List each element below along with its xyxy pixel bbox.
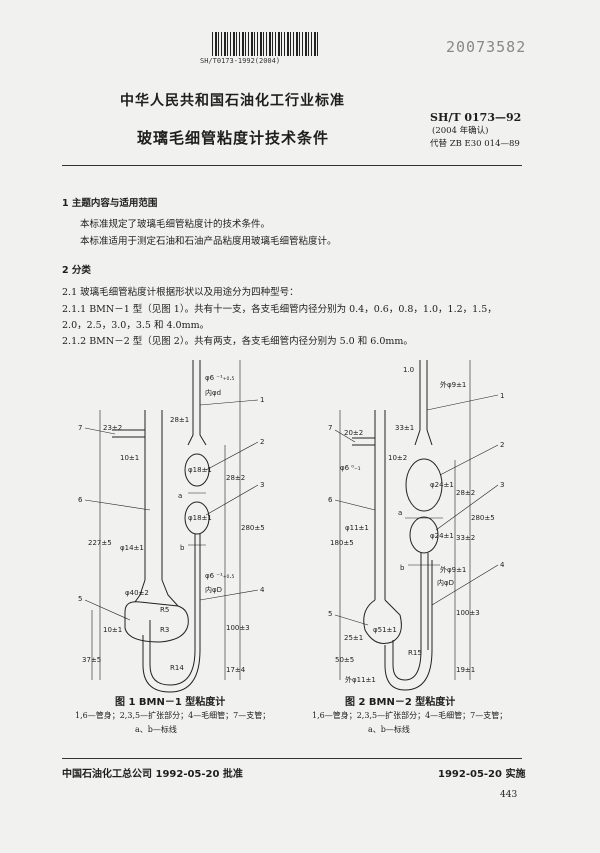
fig2-mark-a: a — [398, 509, 402, 517]
replaces-note: 代替 ZB E30 014—89 — [430, 139, 520, 149]
barcode — [212, 32, 318, 56]
barcode-text: SH/T0173-1992(2004) — [200, 57, 281, 65]
fig1-dim-280: 280±5 — [241, 524, 265, 532]
figure-2-legend-line1: 1,6—管身；2,3,5—扩张部分；4—毛细管；7—支管； — [312, 711, 508, 720]
fig1-dim-28: 28±1 — [170, 416, 189, 424]
fig1-bulb-2: φ18±1 — [188, 514, 212, 522]
fig1-r5: R5 — [160, 606, 169, 614]
fig1-mark-a: a — [178, 492, 182, 500]
section-1-paragraph-1: 本标准规定了玻璃毛细管粘度计的技术条件。 — [80, 219, 271, 230]
fig1-dim-17: 17±4 — [226, 666, 246, 674]
fig1-dim-10: 10±1 — [120, 454, 139, 462]
figure-2-caption: 图 2 BMN－2 型粘度计 — [345, 697, 456, 708]
fig1-label-5: 5 — [78, 595, 82, 603]
fig1-dim-100: 100±3 — [226, 624, 250, 632]
document-title: 玻璃毛细管粘度计技术条件 — [137, 129, 330, 147]
fig2-outer-11: 外φ11±1 — [345, 675, 376, 684]
fig2-label-6: 6 — [328, 496, 333, 504]
fig1-label-6: 6 — [78, 496, 83, 504]
fig2-dim-33b: 33±2 — [456, 534, 475, 542]
fig2-outer-9: 外φ9±1 — [440, 380, 466, 389]
fig2-label-1: 1 — [500, 392, 504, 400]
fig1-phi-6b: φ6 ⁻¹₊₀.₅ — [205, 572, 235, 580]
fig1-label-7: 7 — [78, 424, 82, 432]
fig1-label-4: 4 — [260, 586, 265, 594]
fig1-dim-10b: 10±1 — [103, 626, 122, 634]
figure-1-drawing — [84, 360, 259, 693]
fig2-phi-11: φ11±1 — [345, 524, 369, 532]
clause-2-1-1-line2: 2.0，2.5，3.0，3.5 和 4.0mm。 — [62, 320, 210, 331]
fig2-dim-1-0: 1.0 — [403, 366, 414, 374]
fig1-label-2: 2 — [260, 438, 264, 446]
fig2-bulb-24a: φ24±1 — [430, 481, 454, 489]
issuing-organization: 中华人民共和国石油化工行业标准 — [120, 93, 345, 109]
fig1-phi-14: φ14±1 — [120, 544, 144, 552]
fig2-dim-10b: 10±2 — [388, 454, 407, 462]
section-2-heading: 2 分类 — [62, 265, 91, 276]
fig2-dim-100: 100±3 — [456, 609, 480, 617]
figure-2-drawing — [334, 360, 499, 691]
figure-1-legend-line2: a、b—标线 — [135, 725, 177, 734]
reconfirm-note: (2004 年确认) — [432, 126, 489, 136]
fig2-label-7: 7 — [328, 424, 332, 432]
fig1-label-3: 3 — [260, 481, 264, 489]
fig2-dim-280: 280±5 — [471, 514, 495, 522]
fig2-mark-b: b — [400, 564, 405, 572]
fig1-dim-37: 37±5 — [82, 656, 101, 664]
fig2-r15: R15 — [408, 649, 422, 657]
fig2-dim-19: 19±1 — [456, 666, 475, 674]
fig2-label-5: 5 — [328, 610, 332, 618]
figure-2-labels: 1 2 3 4 5 6 7 a b 1.0 外φ9±1 33±1 20±2 10… — [328, 366, 505, 684]
standard-number: SH/T 0173—92 — [430, 111, 522, 124]
fig2-dim-50: 50±5 — [335, 656, 354, 664]
clause-2-1-2: 2.1.2 BMN－2 型（见图 2）。共有两支，各支毛细管内径分别为 5.0 … — [62, 336, 413, 347]
fig1-phi-40: φ40±2 — [125, 589, 149, 597]
approval-note: 中国石油化工总公司 1992-05-20 批准 — [62, 769, 243, 780]
fig1-dim-23: 23±2 — [103, 424, 122, 432]
fig1-r3: R3 — [160, 626, 169, 634]
figure-1-labels: 1 2 3 4 5 6 7 a b φ6 ⁻¹₊₀.₅ 内φd 28±1 23±… — [78, 374, 265, 674]
fig1-dim-phi-top: φ6 ⁻¹₊₀.₅ — [205, 374, 235, 382]
fig1-mark-b: b — [180, 544, 185, 552]
section-1-heading: 1 主题内容与适用范围 — [62, 198, 158, 209]
page-number: 443 — [500, 790, 518, 800]
figure-1-caption: 图 1 BMN－1 型粘度计 — [115, 697, 226, 708]
fig1-dim-28v: 28±2 — [226, 474, 245, 482]
fig2-outer-9b: 外φ9±1 — [440, 565, 466, 574]
clause-2-1-1-line1: 2.1.1 BMN－1 型（见图 1）。共有十一支，各支毛细管内径分别为 0.4… — [62, 304, 497, 315]
fig2-phi-51: φ51±1 — [373, 626, 397, 634]
fig1-dim-227: 227±5 — [88, 539, 112, 547]
fig2-dim-33: 33±1 — [395, 424, 414, 432]
footer-rule — [62, 758, 522, 759]
fig1-inner-D: 内φD — [205, 585, 222, 594]
fig2-label-2: 2 — [500, 441, 504, 449]
fig1-label-1: 1 — [260, 396, 264, 404]
archive-stamp-number: 20073582 — [446, 38, 527, 56]
fig2-bulb-24b: φ24±1 — [430, 532, 454, 540]
figure-1-legend-line1: 1,6—管身；2,3,5—扩张部分；4—毛细管；7—支管； — [75, 711, 271, 720]
fig2-inner-D: 内φD — [437, 578, 454, 587]
fig1-inner-d: 内φd — [205, 388, 221, 397]
fig2-dim-180: 180±5 — [330, 539, 354, 547]
fig2-dim-28: 28±2 — [456, 489, 475, 497]
fig2-label-4: 4 — [500, 561, 505, 569]
fig2-dim-25: 25±1 — [344, 634, 363, 642]
fig1-bulb-1: φ18±1 — [188, 466, 212, 474]
viscometer-drawings: 1 2 3 4 5 6 7 a b φ6 ⁻¹₊₀.₅ 内φd 28±1 23±… — [78, 360, 505, 693]
fig2-dim-20: 20±2 — [344, 429, 363, 437]
implementation-note: 1992-05-20 实施 — [438, 769, 526, 780]
fig2-label-3: 3 — [500, 481, 504, 489]
figure-2-legend-line2: a、b—标线 — [368, 725, 410, 734]
fig2-phi-6: φ6 ⁰₋₁ — [340, 464, 361, 472]
section-1-paragraph-2: 本标准适用于测定石油和石油产品粘度用玻璃毛细管粘度计。 — [80, 236, 337, 247]
fig1-r14: R14 — [170, 664, 184, 672]
clause-2-1: 2.1 玻璃毛细管粘度计根据形状以及用途分为四种型号： — [62, 287, 299, 298]
header-rule — [62, 165, 522, 166]
